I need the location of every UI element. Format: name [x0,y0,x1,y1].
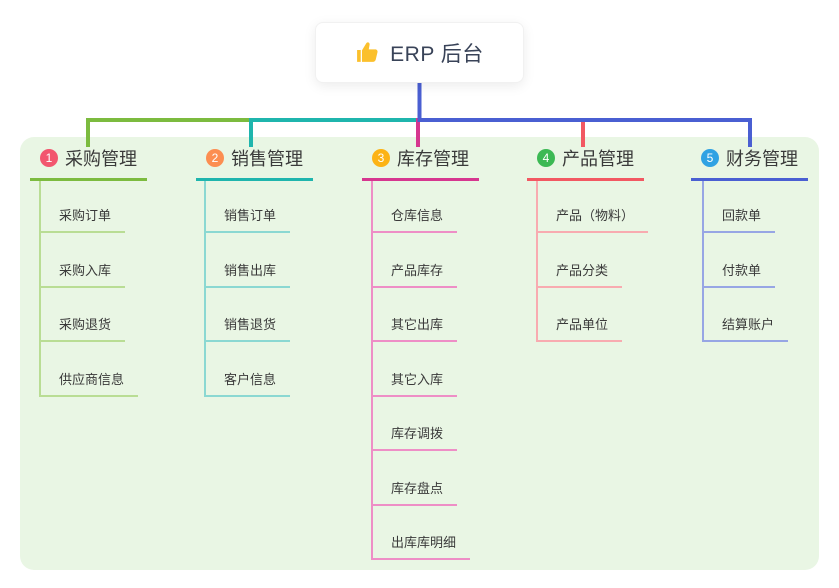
branch-4: 4 产品管理 产品（物料） 产品分类 产品单位 [527,145,649,342]
child-node[interactable]: 出库库明细 [373,506,471,560]
child-node-label: 仓库信息 [391,208,444,223]
branch-children: 采购订单 采购入库 采购退货 供应商信息 [39,181,139,397]
branch-title[interactable]: 5 财务管理 [691,145,808,181]
child-node-label: 销售订单 [224,208,277,223]
child-node[interactable]: 销售出库 [206,233,291,288]
child-node-label: 供应商信息 [59,371,125,387]
branch-label: 产品管理 [562,149,634,169]
branch-3: 3 库存管理 仓库信息 产品库存 其它出库 其它入库 库存调拨 库存盘点 出库库… [362,145,479,560]
child-node[interactable]: 客户信息 [206,342,291,397]
child-node-label: 结算账户 [722,317,775,332]
branch-number-badge: 4 [537,149,555,167]
child-node[interactable]: 产品库存 [373,233,458,288]
branch-number-badge: 3 [372,149,390,167]
branch-2: 2 销售管理 销售订单 销售出库 销售退货 客户信息 [196,145,313,397]
child-node[interactable]: 库存盘点 [373,451,458,506]
child-node[interactable]: 付款单 [704,233,776,288]
child-node-label: 产品单位 [556,317,609,332]
branch-number-badge: 2 [206,149,224,167]
child-node[interactable]: 销售订单 [206,181,291,233]
branch-label: 库存管理 [397,149,469,169]
child-node[interactable]: 回款单 [704,181,776,233]
branch-children: 产品（物料） 产品分类 产品单位 [536,181,649,342]
branch-title[interactable]: 3 库存管理 [362,145,479,181]
child-node-label: 付款单 [722,262,762,278]
branch-label: 销售管理 [231,149,303,169]
child-node-label: 产品分类 [556,262,609,278]
child-node-label: 产品库存 [391,262,444,278]
child-node-label: 库存调拨 [391,426,444,441]
child-node[interactable]: 供应商信息 [41,342,139,397]
branch-1: 1 采购管理 采购订单 采购入库 采购退货 供应商信息 [30,145,147,397]
child-node[interactable]: 仓库信息 [373,181,458,233]
child-node-label: 回款单 [722,208,762,223]
child-node[interactable]: 库存调拨 [373,397,458,451]
branch-label: 采购管理 [65,149,137,169]
child-node-label: 采购退货 [59,317,112,332]
child-node[interactable]: 其它入库 [373,342,458,397]
child-node[interactable]: 其它出库 [373,288,458,342]
child-node[interactable]: 销售退货 [206,288,291,342]
branch-title[interactable]: 4 产品管理 [527,145,644,181]
child-node-label: 采购订单 [59,208,112,223]
child-node[interactable]: 产品单位 [538,288,623,342]
child-node[interactable]: 产品（物料） [538,181,649,233]
child-node-label: 产品（物料） [556,208,635,223]
branch-label: 财务管理 [726,149,798,169]
branch-children: 销售订单 销售出库 销售退货 客户信息 [204,181,291,397]
child-node[interactable]: 产品分类 [538,233,623,288]
mindmap-panel [20,137,819,570]
child-node-label: 其它入库 [391,371,444,387]
child-node-label: 销售退货 [224,317,277,332]
child-node-label: 库存盘点 [391,480,444,496]
root-node-title: ERP 后台 [390,42,484,66]
child-node[interactable]: 采购入库 [41,233,126,288]
child-node-label: 出库库明细 [391,535,457,550]
branch-number-badge: 1 [40,149,58,167]
branch-number-badge: 5 [701,149,719,167]
branch-children: 回款单 付款单 结算账户 [702,181,789,342]
thumbs-up-icon [355,40,380,65]
branch-children: 仓库信息 产品库存 其它出库 其它入库 库存调拨 库存盘点 出库库明细 [371,181,471,560]
child-node[interactable]: 结算账户 [704,288,789,342]
child-node-label: 销售出库 [224,262,277,278]
child-node[interactable]: 采购订单 [41,181,126,233]
child-node-label: 采购入库 [59,262,112,278]
branch-5: 5 财务管理 回款单 付款单 结算账户 [691,145,808,342]
child-node-label: 客户信息 [224,371,277,387]
branch-title[interactable]: 1 采购管理 [30,145,147,181]
branch-title[interactable]: 2 销售管理 [196,145,313,181]
child-node[interactable]: 采购退货 [41,288,126,342]
child-node-label: 其它出库 [391,317,444,332]
root-node-erp[interactable]: ERP 后台 [315,22,524,83]
